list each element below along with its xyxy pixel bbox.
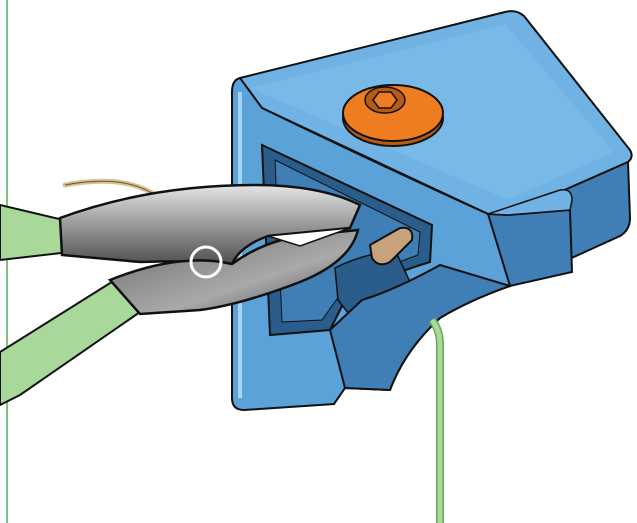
screw-icon: [343, 85, 443, 146]
wire-icon: [432, 320, 440, 523]
pliers-lower-handle: [0, 280, 140, 405]
